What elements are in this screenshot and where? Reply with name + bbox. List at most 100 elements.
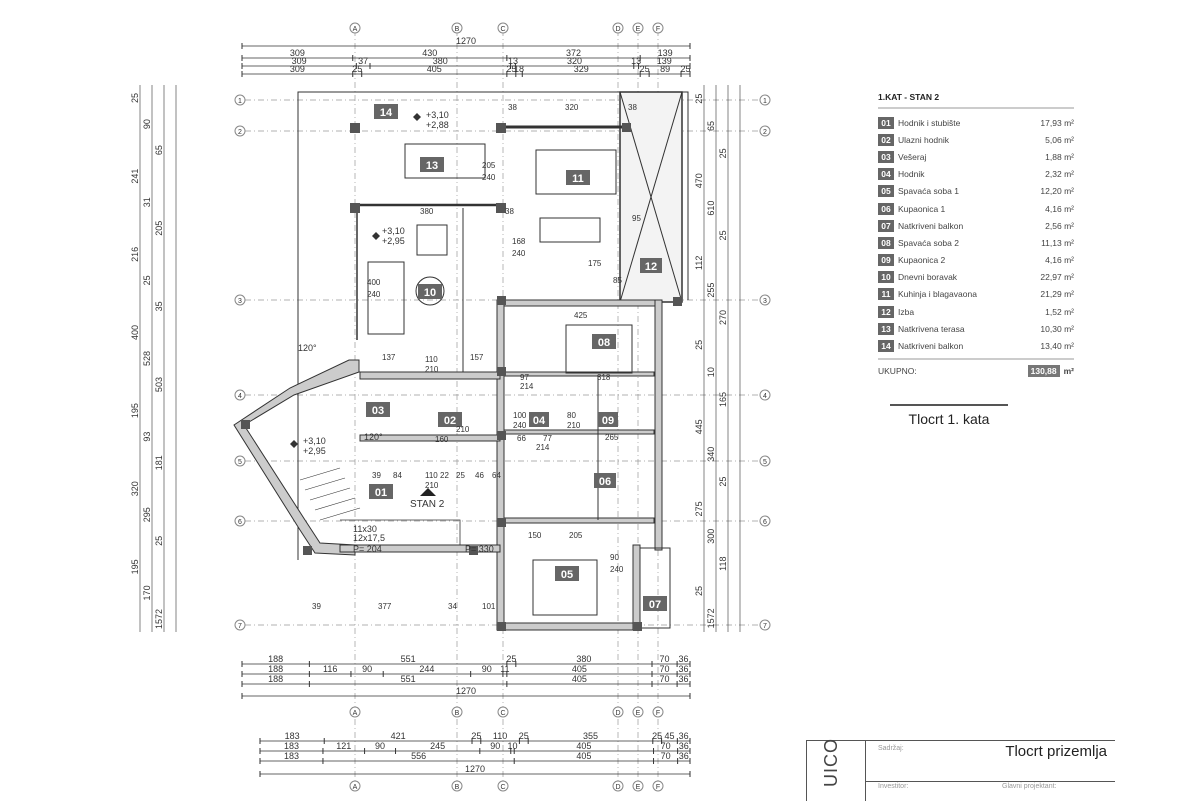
axis-label: D (615, 710, 620, 717)
legend-total: UKUPNO: 130,88 m² (878, 357, 1074, 377)
axis-bubble (451, 780, 463, 792)
inner-dimension-label: 205 (482, 161, 496, 170)
room-number: 04 (878, 168, 894, 181)
inner-dimension-label: 214 (520, 382, 534, 391)
room-name: Izba (898, 306, 915, 317)
walls (233, 91, 689, 631)
axis-label: 7 (763, 623, 767, 630)
axis-bubble (451, 22, 463, 34)
svg-text:12: 12 (645, 261, 657, 273)
vertical-dimension-label: 470 (694, 173, 704, 188)
vertical-dimension-label: 205 (154, 221, 164, 236)
svg-text:09: 09 (602, 415, 614, 427)
inner-dimension-label: 210 (567, 421, 581, 430)
room-name: Hodnik i stubište (898, 117, 961, 128)
axis-bubble (759, 94, 771, 106)
inner-dimension-label: 100 (513, 411, 527, 420)
axis-label: 6 (238, 519, 242, 526)
axis-bubble (612, 780, 624, 792)
dimension-label: 405 (576, 751, 591, 761)
axis-label: 7 (238, 623, 242, 630)
room-10: 10 (418, 284, 442, 299)
room-area: 12,20 m² (1040, 186, 1074, 197)
svg-text:07: 07 (649, 599, 661, 611)
legend-row: 01 Hodnik i stubište 17,93 m² (878, 114, 1074, 131)
axis-label: B (455, 26, 460, 33)
svg-text:P= 204: P= 204 (353, 544, 382, 554)
vertical-dimension-label: 25 (130, 93, 140, 103)
axis-bubble (759, 294, 771, 306)
axis-label: A (353, 784, 358, 791)
dimension-label: 405 (427, 64, 442, 74)
inner-dimension-label: 110 (425, 471, 438, 480)
dimension-label: 36 (679, 731, 689, 741)
vertical-dimension-label: 195 (130, 559, 140, 574)
svg-text:14: 14 (380, 107, 393, 119)
inner-dimension-label: 210 (425, 365, 439, 374)
room-area: 21,29 m² (1040, 289, 1074, 300)
legend-title: 1.KAT - STAN 2 (878, 92, 1074, 109)
axis-label: F (656, 784, 660, 791)
axis-label: E (636, 784, 641, 791)
axis-bubble (349, 780, 361, 792)
dimension-label: 183 (285, 731, 300, 741)
axis-bubble (234, 94, 246, 106)
dimension-label: 421 (391, 731, 406, 741)
inner-dimension-label: 90 (610, 553, 619, 562)
vertical-dimension-label: 31 (142, 197, 152, 207)
inner-dimension-label: 240 (513, 421, 527, 430)
inner-dimension-label: 400 (367, 278, 381, 287)
svg-text:01: 01 (375, 487, 387, 499)
axis-bubble (234, 389, 246, 401)
room-number: 07 (878, 219, 894, 232)
room-number: 05 (878, 185, 894, 198)
drawing-caption: Tlocrt 1. kata (890, 404, 1008, 427)
axis-label: 6 (763, 519, 767, 526)
dimension-label: 188 (268, 654, 283, 664)
vertical-dimension-label: 610 (706, 201, 716, 216)
dimension-label: 25 (506, 64, 516, 74)
svg-text:03: 03 (372, 405, 384, 417)
axis-label: F (656, 710, 660, 717)
inner-dimension-label: 97 (520, 373, 529, 382)
vertical-dimension-label: 118 (718, 556, 728, 570)
dimension-label: 1270 (456, 686, 476, 696)
room-03: 03 (366, 402, 390, 417)
axis-bubble (234, 125, 246, 137)
axis-bubble (451, 706, 463, 718)
room-11: 11 (566, 170, 590, 185)
vertical-dimension-label: 216 (130, 247, 140, 262)
axis-bubble (234, 294, 246, 306)
axis-label: C (500, 26, 505, 33)
dimension-label: 89 (660, 64, 670, 74)
inner-dimension-label: 34 (448, 602, 457, 611)
inner-dimension-label: 22 (440, 471, 449, 480)
dimension-label: 70 (660, 674, 670, 684)
inner-dimension-label: 175 (588, 259, 602, 268)
dimension-label: 1270 (465, 764, 485, 774)
vertical-dimension-label: 25 (718, 230, 728, 240)
room-name: Vešeraj (898, 151, 927, 162)
level-marker-icon (290, 113, 421, 448)
room-number: 01 (878, 116, 894, 129)
svg-text:+3,10: +3,10 (426, 110, 449, 120)
inner-dimension-label: 240 (482, 173, 496, 182)
dimension-label: 90 (490, 741, 500, 751)
investor-label: Investitor: (878, 783, 909, 790)
dimension-label: 139 (658, 48, 673, 58)
inner-dimension-label: 46 (475, 471, 484, 480)
vertical-dimension-label: 25 (694, 340, 704, 350)
inner-dimension-label: 265 (605, 433, 619, 442)
axis-label: E (636, 26, 641, 33)
room-area: 17,93 m² (1040, 117, 1074, 128)
axis-bubble (759, 455, 771, 467)
axis-bubble (612, 706, 624, 718)
vertical-dimension-label: 255 (706, 283, 716, 298)
inner-dimension-label: 85 (613, 276, 622, 285)
